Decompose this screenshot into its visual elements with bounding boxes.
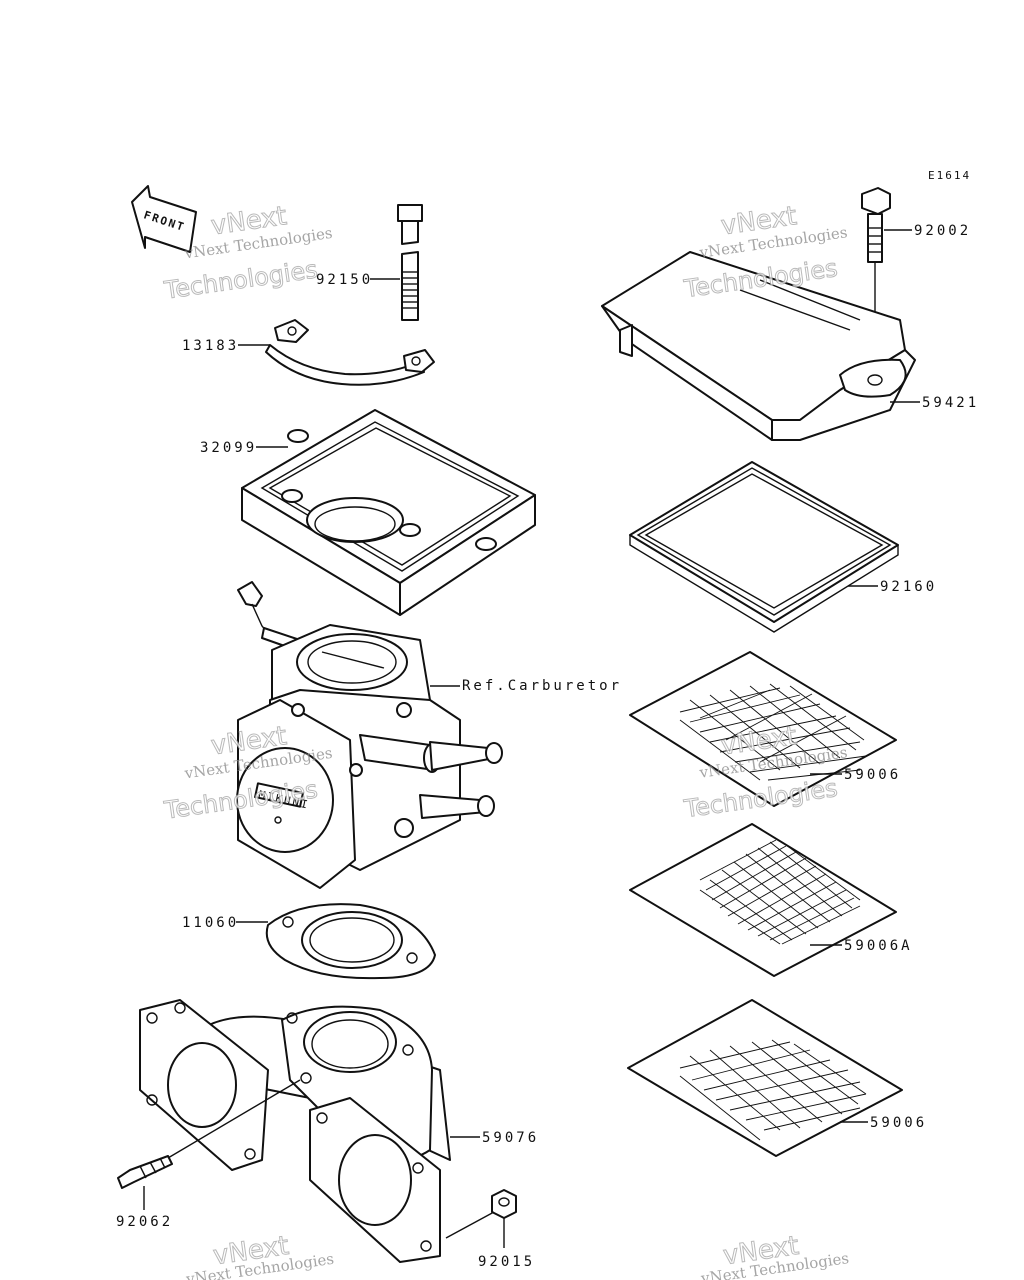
label-59006a: 59006A (844, 938, 913, 954)
flame-arrester-59006-bottom (627, 999, 903, 1157)
clamp-bracket-13183 (265, 319, 435, 386)
label-59076: 59076 (482, 1130, 539, 1146)
flame-arrester-59006a (629, 823, 897, 977)
stud-bolt-92062 (117, 1155, 173, 1189)
label-11060: 11060 (182, 915, 239, 931)
intake-manifold-59076 (139, 999, 451, 1263)
air-box-base-32099 (241, 409, 536, 616)
label-92015: 92015 (478, 1254, 535, 1270)
label-59421: 59421 (922, 395, 979, 411)
label-59006-bottom: 59006 (870, 1115, 927, 1131)
nut-92015 (491, 1189, 517, 1219)
watermark-group-2: vNext vNext Technologies Technologies (681, 201, 848, 304)
label-92150: 92150 (316, 272, 373, 288)
label-92002: 92002 (914, 223, 971, 239)
front-arrow-icon: FRONT (131, 185, 197, 253)
label-13183: 13183 (182, 338, 239, 354)
gasket-11060 (265, 903, 436, 980)
label-59006-top: 59006 (844, 767, 901, 783)
label-92160: 92160 (880, 579, 937, 595)
diagram-code: E1614 (928, 169, 971, 182)
cover-seal-92160 (629, 461, 899, 633)
label-92062: 92062 (116, 1214, 173, 1230)
carburetor-assembly: MIKUNI (236, 581, 503, 889)
watermark-group-6: vNext vNext Technologies (699, 1230, 850, 1280)
bolt-92150 (397, 204, 423, 321)
air-box-cover-59421 (601, 251, 916, 441)
svg-text:Technologies: Technologies (162, 255, 320, 304)
flame-arrester-59006-top (629, 651, 897, 807)
label-32099: 32099 (200, 440, 257, 456)
watermark-group-5: vNext vNext Technologies (184, 1230, 335, 1280)
ref-carburetor-label: Ref.Carburetor (462, 678, 622, 694)
